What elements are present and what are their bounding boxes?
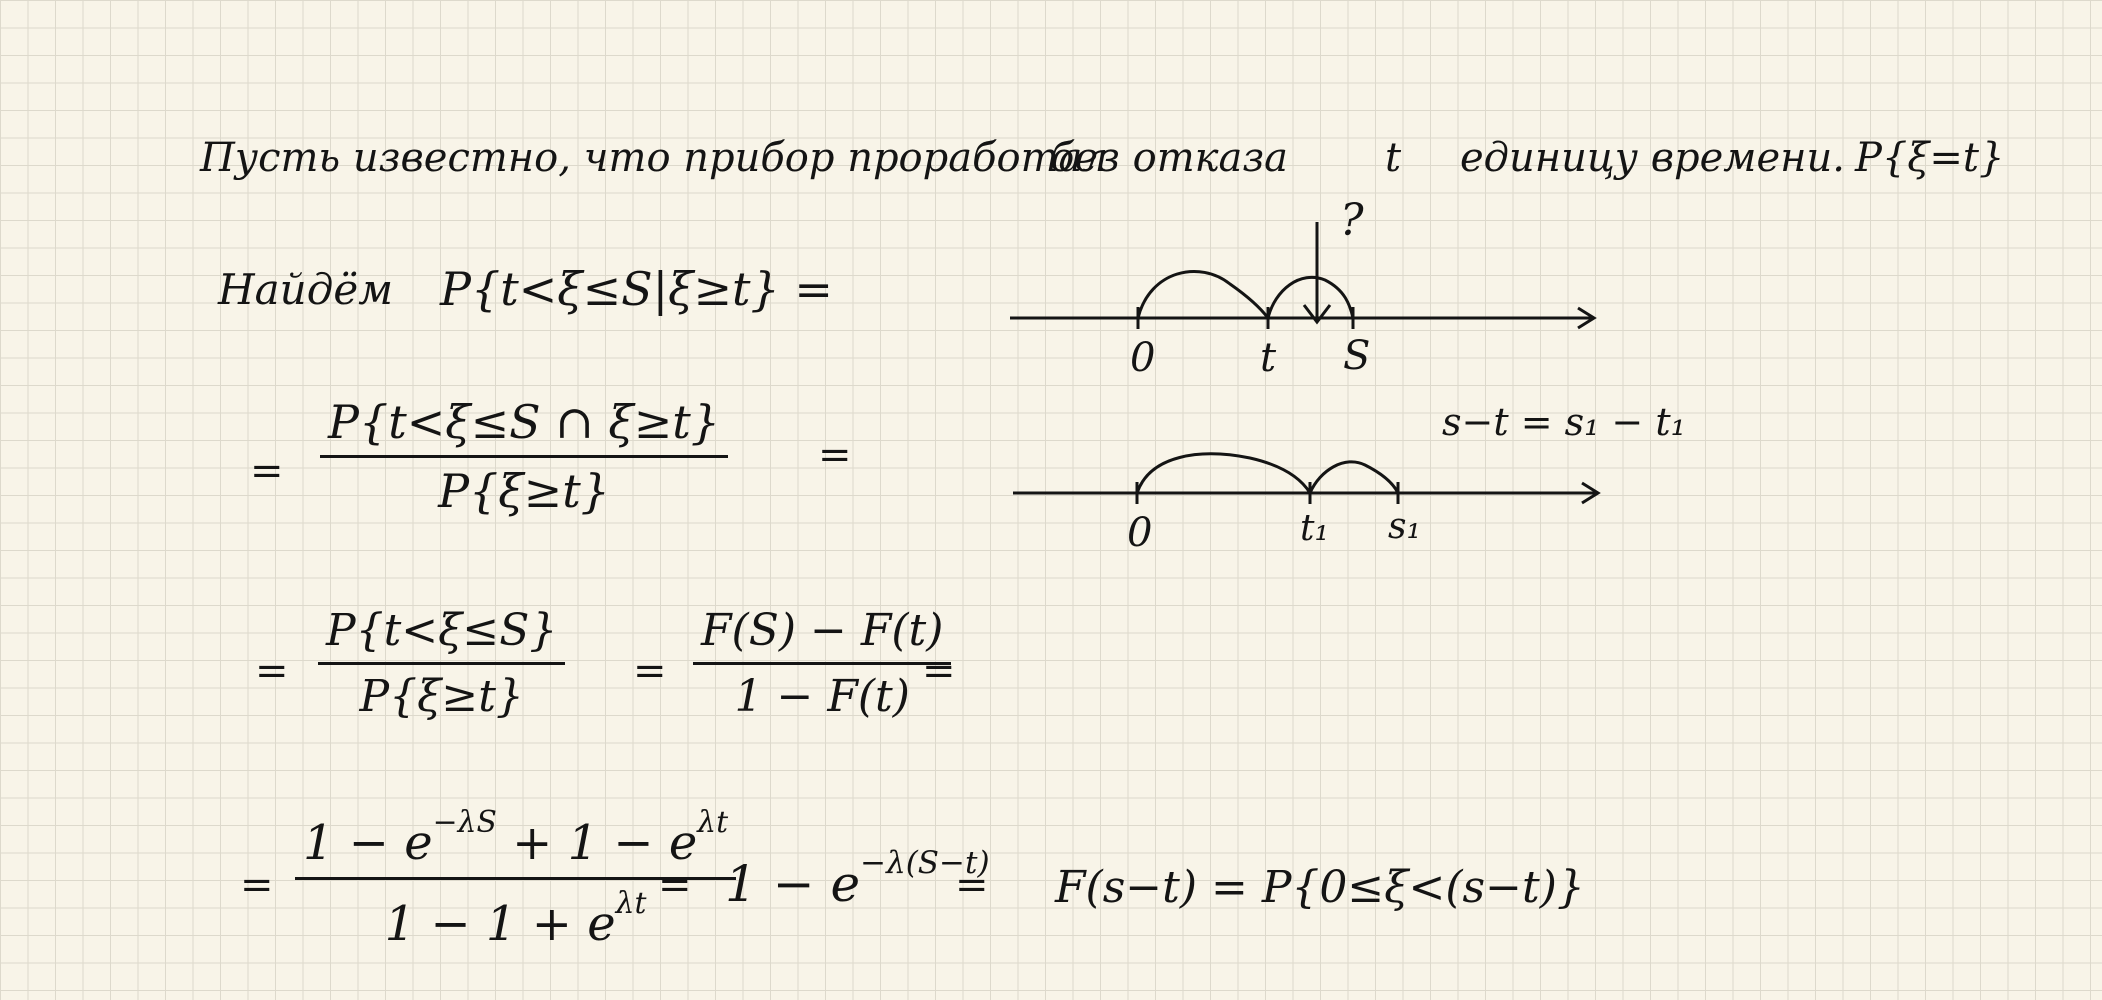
- diagram1-label-s: S: [1343, 333, 1371, 379]
- step2-f2-numerator: F(S) − F(t): [701, 605, 944, 656]
- diagram1-arc-2: [1266, 275, 1355, 319]
- step3-den-term: 1 − 1 + e: [384, 895, 616, 952]
- step3-denominator: 1 − 1 + eλt: [377, 886, 655, 952]
- step2-f2-denominator: 1 − F(t): [734, 671, 910, 722]
- diagram1-arc-1: [1136, 269, 1270, 319]
- step3-num-exp-a: −λS: [432, 805, 497, 840]
- diagram1-question-mark: ?: [1340, 195, 1364, 246]
- fraction-bar: [318, 662, 566, 665]
- step2-fraction-2: F(S) − F(t) 1 − F(t): [693, 605, 952, 722]
- step1-fraction: P{t<ξ≤S ∩ ξ≥t} P{ξ≥t}: [320, 395, 729, 518]
- intro-prob: P{ξ=t}: [1855, 135, 2005, 181]
- step2-equals-left: =: [255, 648, 289, 694]
- diagram2-label-s1: s₁: [1388, 506, 1421, 547]
- find-expression: P{t<ξ≤S|ξ≥t} =: [440, 262, 833, 316]
- diagram2-label-zero: 0: [1127, 510, 1153, 556]
- diagram2-arrowhead: [1581, 481, 1601, 505]
- fraction-bar: [295, 876, 737, 880]
- fraction-bar: [693, 662, 952, 665]
- step3-equals-left: =: [240, 862, 274, 908]
- step3-den-exp: λt: [615, 885, 647, 921]
- step3-fraction: 1 − e−λS + 1 − eλt 1 − 1 + eλt: [295, 805, 737, 952]
- step3-final: F(s−t) = P{0≤ξ<(s−t)}: [1055, 862, 1585, 913]
- fraction-bar: [320, 455, 729, 458]
- step2-fraction-1: P{t<ξ≤S} P{ξ≥t}: [318, 605, 566, 722]
- diagram1-arrowhead: [1577, 306, 1597, 330]
- step3-result-term: 1 − e: [725, 854, 861, 913]
- intro-text-2: без отказа: [1050, 135, 1289, 181]
- diagram2-arc-2: [1308, 460, 1400, 494]
- diagram2-label-t1: t₁: [1300, 508, 1329, 549]
- step2-f1-numerator: P{t<ξ≤S}: [326, 605, 558, 656]
- step1-equals-right: =: [818, 432, 852, 478]
- step3-result-exp: −λ(S−t): [860, 845, 990, 881]
- diagram1-label-zero: 0: [1130, 335, 1156, 381]
- diagram1-pointer-head: [1302, 304, 1332, 325]
- step2-f1-denominator: P{ξ≥t}: [359, 671, 524, 722]
- step2-equals-mid: =: [633, 648, 667, 694]
- step3-numerator: 1 − e−λS + 1 − eλt: [295, 805, 736, 871]
- find-word: Найдём: [218, 265, 394, 314]
- intro-text-3: единицу времени.: [1460, 135, 1845, 181]
- intro-text-1: Пусть известно, что прибор проработал: [200, 135, 1108, 181]
- step1-numerator: P{t<ξ≤S ∩ ξ≥t}: [328, 395, 721, 449]
- step3-equals-right: =: [955, 862, 989, 908]
- step3-num-exp-b: λt: [697, 805, 729, 840]
- step2-equals-right: =: [922, 648, 956, 694]
- diagram2-relation: s−t = s₁ − t₁: [1442, 400, 1686, 444]
- diagram1-label-t: t: [1260, 335, 1277, 381]
- diagram2-arc-1: [1135, 452, 1312, 494]
- step1-equals-left: =: [250, 448, 284, 494]
- step3-equals-mid: =: [658, 862, 692, 908]
- step1-denominator: P{ξ≥t}: [438, 464, 610, 518]
- step3-num-term-a: 1 − e: [303, 814, 433, 871]
- step3-result: 1 − e−λ(S−t): [725, 845, 990, 913]
- intro-var-t: t: [1385, 135, 1402, 181]
- step3-num-term-b: + 1 − e: [512, 814, 698, 871]
